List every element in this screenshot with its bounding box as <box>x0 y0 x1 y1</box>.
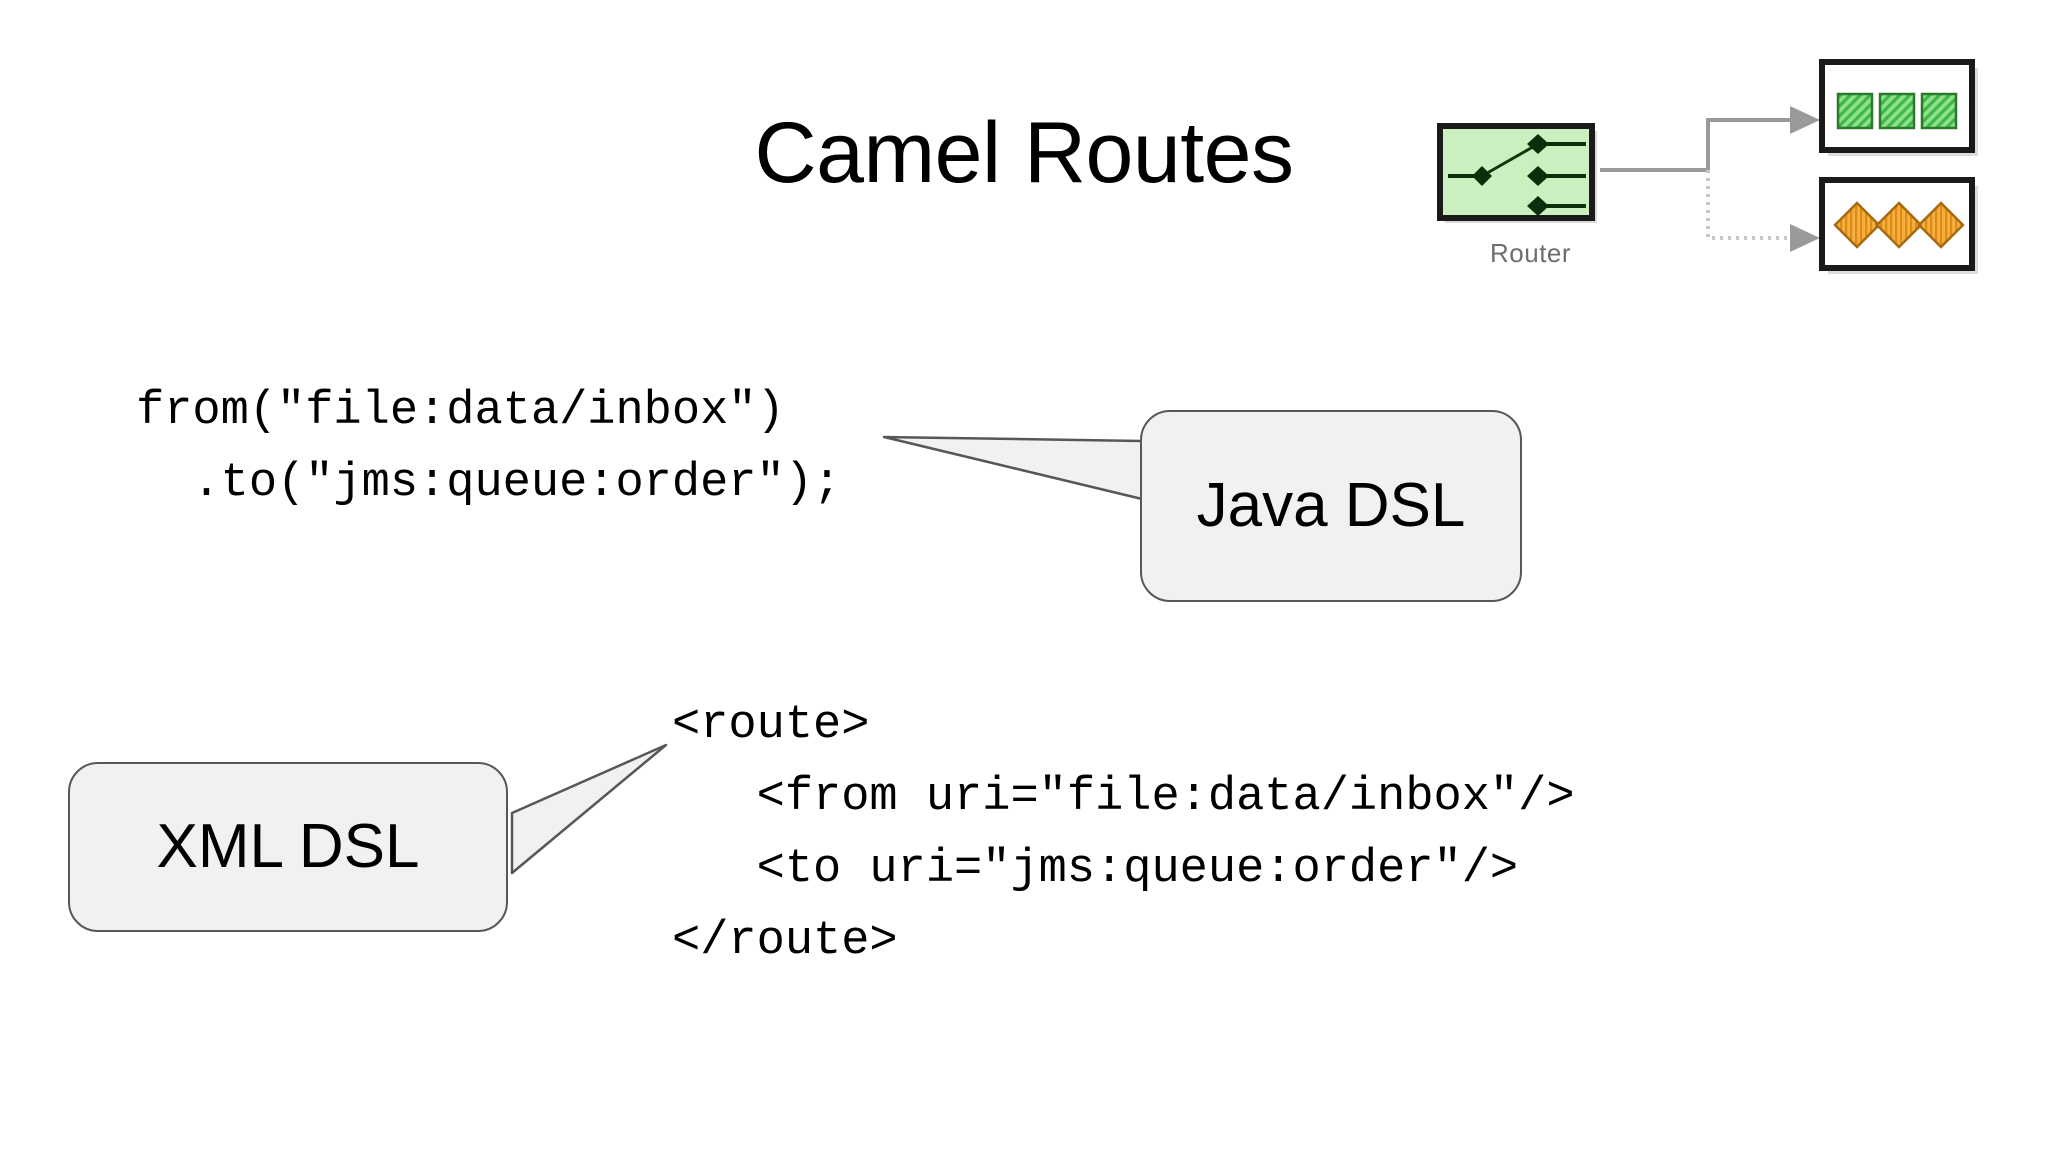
green-queue-box <box>1819 59 1978 156</box>
xml-dsl-callout[interactable]: XML DSL <box>68 762 508 932</box>
connector-lines <box>1600 106 1820 252</box>
router-diagram <box>1420 48 2020 288</box>
java-dsl-callout[interactable]: Java DSL <box>1140 410 1522 602</box>
java-dsl-callout-tail <box>880 415 1170 620</box>
router-box <box>1437 123 1597 223</box>
java-dsl-callout-label: Java DSL <box>1196 471 1466 540</box>
java-dsl-code: from("file:data/inbox") .to("jms:queue:o… <box>136 385 842 510</box>
xml-dsl-callout-label: XML DSL <box>156 812 420 881</box>
page-title: Camel Routes <box>754 105 1294 201</box>
orange-queue-box <box>1819 177 1978 274</box>
xml-dsl-code: <route> <from uri="file:data/inbox"/> <t… <box>672 699 1575 968</box>
router-label: Router <box>1490 238 1572 268</box>
xml-dsl-callout-tail <box>430 725 710 950</box>
